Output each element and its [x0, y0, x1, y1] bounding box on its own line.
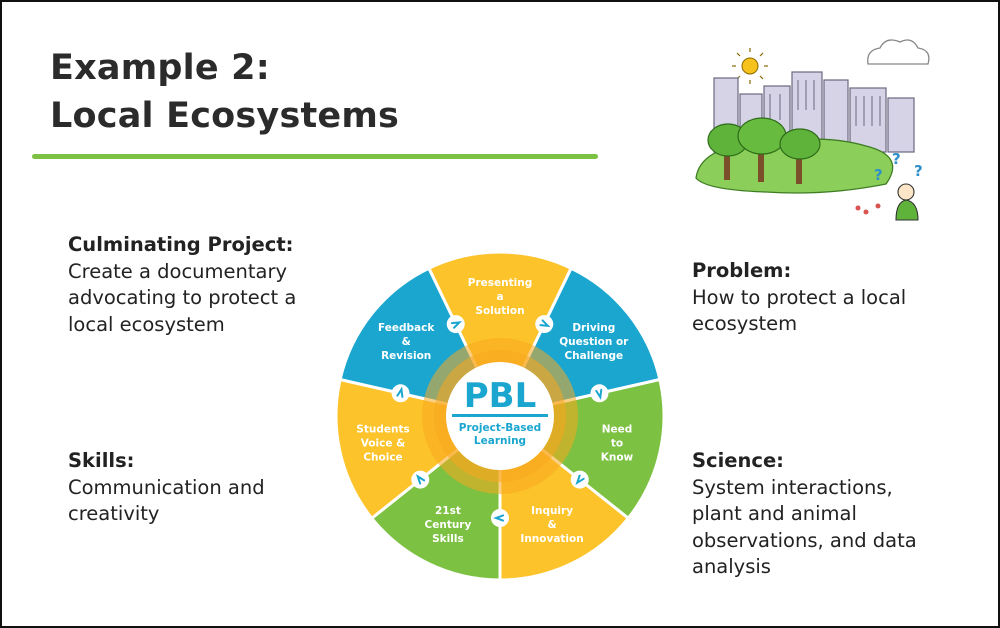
chevron-icon — [575, 474, 585, 486]
pbl-arrow-badge — [535, 315, 554, 334]
tree-icon — [779, 128, 821, 184]
title-line-1: Example 2: — [50, 48, 270, 88]
building-windows — [769, 80, 881, 126]
pbl-arrow-badge — [411, 470, 430, 489]
pbl-center-subtitle-2: Learning — [474, 435, 526, 447]
pbl-arrow-badge — [446, 315, 465, 334]
svg-text:?: ? — [914, 162, 923, 180]
pbl-arrow-badge — [491, 509, 509, 527]
problem-text: How to protect a local ecosystem — [692, 285, 907, 336]
flower-icons — [855, 203, 881, 215]
pbl-center-rule — [452, 414, 548, 417]
culminating-project-heading: Culminating Project: — [68, 233, 294, 256]
child-figure — [895, 183, 919, 221]
pbl-center-title: PBL — [464, 376, 537, 416]
science-heading: Science: — [692, 449, 784, 472]
pbl-center-subtitle-1: Project-Based — [459, 422, 541, 434]
pbl-wheel-segments — [334, 250, 666, 582]
chevron-icon — [595, 388, 603, 401]
sun-icon — [732, 48, 768, 84]
skills-block: Skills: Communication and creativity — [68, 448, 368, 528]
pbl-arrow-badge — [570, 470, 589, 489]
question-mark-icons: ? ? ? — [874, 150, 923, 184]
pbl-segment-label: Inquiry&Innovation — [520, 505, 583, 545]
pbl-arrow-badge — [590, 384, 609, 403]
science-text: System interactions, plant and animal ob… — [692, 475, 917, 579]
chevron-icon — [450, 321, 462, 329]
culminating-project-text: Create a documentary advocating to prote… — [68, 259, 297, 336]
science-block: Science: System interactions, plant and … — [692, 448, 982, 581]
page-title: Example 2: Local Ecosystems — [50, 44, 399, 140]
culminating-project-block: Culminating Project: Create a documentar… — [68, 232, 368, 338]
pbl-arrow-badge — [391, 384, 410, 403]
pbl-segment-label: Feedback&Revision — [378, 322, 435, 362]
cloud-icon — [867, 39, 930, 65]
chevron-icon — [396, 386, 404, 398]
city-park-illustration: ? ? ? — [695, 39, 930, 221]
title-line-2: Local Ecosystems — [50, 96, 400, 136]
skills-heading: Skills: — [68, 449, 135, 472]
problem-heading: Problem: — [692, 259, 792, 282]
svg-text:?: ? — [892, 150, 901, 168]
title-underline — [32, 154, 598, 159]
problem-block: Problem: How to protect a local ecosyste… — [692, 258, 972, 338]
chevron-icon — [493, 514, 505, 522]
skills-text: Communication and creativity — [68, 475, 265, 526]
chevron-icon — [415, 474, 426, 485]
pbl-wheel-arrows — [391, 315, 609, 527]
svg-text:?: ? — [874, 166, 883, 184]
chevron-icon — [539, 319, 551, 328]
